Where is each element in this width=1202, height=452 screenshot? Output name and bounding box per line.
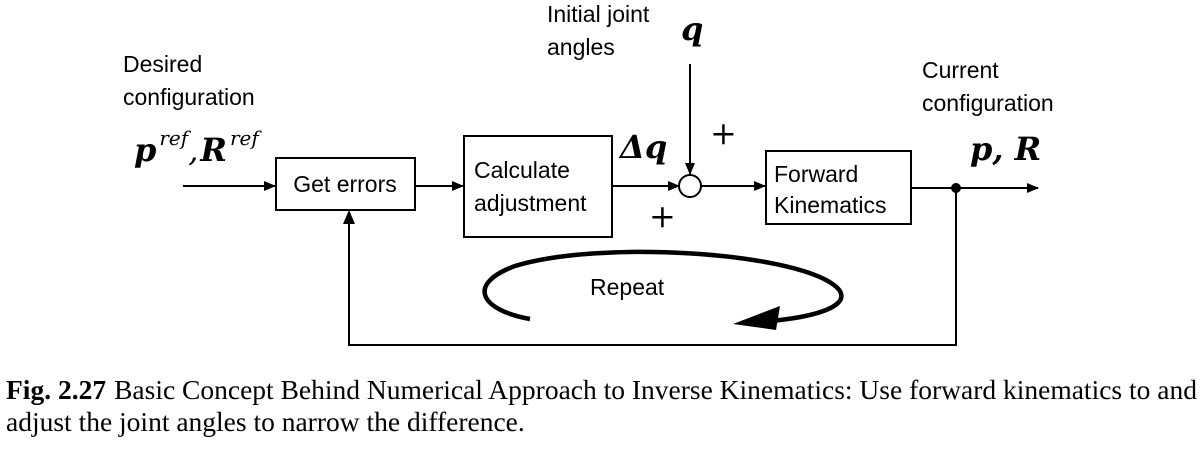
summing-junction: [678, 174, 702, 198]
initial-label-line1: Initial joint: [547, 1, 650, 27]
fk-label-line2: Kinematics: [774, 192, 886, 218]
calc-label-line1: Calculate: [474, 157, 570, 183]
symbol-p-r: p, R: [970, 130, 1041, 168]
feedback-arrowhead: [343, 210, 355, 224]
current-label-line1: Current: [922, 57, 999, 83]
block-diagram: Get errors Calculate adjustment + + Forw…: [123, 1, 1054, 346]
repeat-loop-arrowhead: [733, 306, 780, 330]
caption-text: Basic Concept Behind Numerical Approach …: [6, 374, 1197, 437]
symbol-q: q: [681, 10, 703, 48]
calc-label-line2: adjustment: [474, 190, 587, 216]
get-errors-block: [275, 157, 416, 211]
repeat-loop-arrow: [482, 249, 844, 325]
current-label-line2: configuration: [922, 90, 1054, 116]
symbol-delta-q: Δq: [618, 128, 667, 166]
plus-sign-top: +: [710, 114, 737, 152]
get-errors-label: Get errors: [293, 171, 397, 197]
feedback-path: [348, 188, 957, 346]
desired-label-line1: Desired: [123, 51, 202, 77]
repeat-label: Repeat: [590, 274, 665, 300]
initial-label-line2: angles: [547, 34, 615, 60]
desired-label-line2: configuration: [123, 84, 255, 110]
calculate-adjustment-block: [463, 135, 613, 238]
fk-label-line1: Forward: [774, 161, 858, 187]
plus-sign-left: +: [649, 197, 676, 235]
figure-number: Fig. 2.27: [6, 374, 107, 405]
